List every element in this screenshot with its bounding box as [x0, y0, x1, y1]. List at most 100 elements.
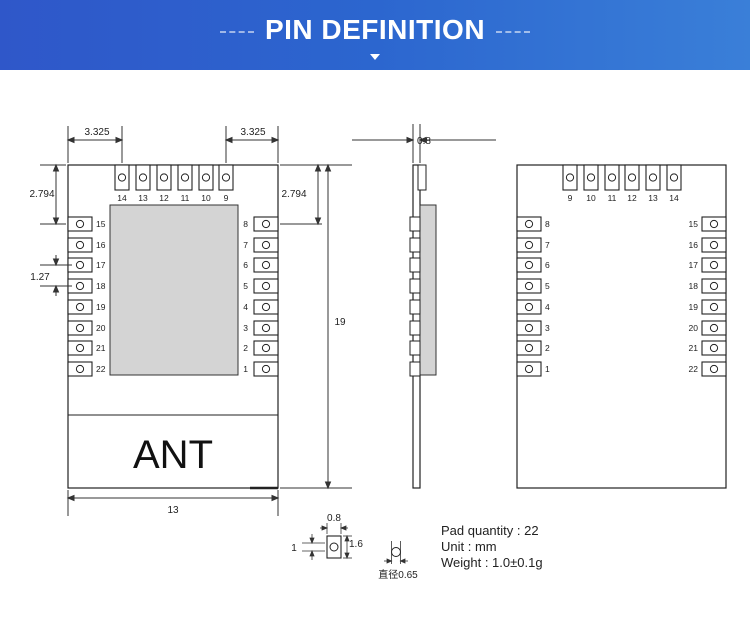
back-left-pin: 4 — [516, 299, 550, 315]
shield-can — [109, 204, 239, 376]
unit-text: Unit : mm — [441, 539, 497, 554]
pin-hole — [607, 173, 617, 182]
pin-hole — [138, 173, 148, 182]
pin-hole — [524, 281, 534, 291]
header-dash-right — [496, 31, 530, 35]
back-top-pin: 13 — [645, 164, 661, 203]
pin-number: 1 — [545, 364, 550, 374]
pin-hole — [709, 302, 719, 312]
pin-hole — [627, 173, 637, 182]
side-pad — [409, 216, 421, 232]
back-right-pin: 17 — [689, 257, 727, 273]
front-right-pin: 6 — [243, 257, 279, 273]
pin-hole — [669, 173, 679, 182]
header-dash-left — [220, 31, 254, 35]
page-title: PIN DEFINITION — [264, 14, 486, 45]
front-top-pin: 10 — [198, 164, 214, 203]
front-top-pin: 9 — [218, 164, 234, 203]
pin-hole — [524, 260, 534, 270]
hole-dims — [384, 541, 408, 564]
side-pads — [409, 164, 427, 377]
front-left-pin: 16 — [67, 237, 106, 253]
pin-number: 21 — [689, 343, 699, 353]
back-left-pin: 5 — [516, 278, 550, 294]
specs-block: Pad quantity : 22 Unit : mm Weight : 1.0… — [441, 523, 543, 570]
pin-number: 7 — [243, 240, 248, 250]
pin-number: 14 — [117, 193, 127, 203]
pin-number: 17 — [689, 260, 699, 270]
pin-number: 11 — [181, 193, 190, 203]
pin-number: 13 — [648, 193, 658, 203]
pin-number: 11 — [608, 193, 617, 203]
pin-hole — [261, 260, 271, 270]
hole-symbol — [391, 547, 401, 557]
back-left-pin: 7 — [516, 237, 550, 253]
pin-hole — [709, 323, 719, 333]
pad-offset-label: 1 — [291, 543, 297, 554]
dim-width — [66, 490, 280, 516]
antenna-label: ANT — [133, 433, 213, 477]
side-shield — [419, 204, 437, 376]
dim-left-offset — [40, 163, 66, 226]
pin-number: 13 — [138, 193, 148, 203]
header-arrow-icon — [370, 54, 380, 60]
front-left-pin: 15 — [67, 216, 106, 232]
pin-number: 15 — [96, 219, 106, 229]
front-top-pin: 12 — [156, 164, 172, 203]
pin-number: 19 — [96, 302, 106, 312]
pin-number: 17 — [96, 260, 106, 270]
pin-number: 2 — [243, 343, 248, 353]
pin-hole — [524, 219, 534, 229]
back-right-pin: 19 — [689, 299, 727, 315]
pin-number: 18 — [689, 281, 699, 291]
pin-number: 16 — [689, 240, 699, 250]
dim-right-offset — [280, 163, 352, 226]
pin-hole — [180, 173, 190, 182]
side-pad — [409, 320, 421, 336]
pad-detail: 0.8 1.6 1 直径0.65 — [291, 513, 418, 581]
dim-top-left-width — [66, 126, 124, 163]
pin-number: 12 — [627, 193, 637, 203]
side-view: 0.8 — [352, 124, 496, 489]
pin-hole — [648, 173, 658, 182]
back-top-pin: 11 — [604, 164, 620, 203]
pin-number: 6 — [243, 260, 248, 270]
pin-number: 8 — [545, 219, 550, 229]
side-pad — [409, 257, 421, 273]
pin-number: 10 — [201, 193, 211, 203]
pin-hole — [75, 302, 85, 312]
pad-width-label: 0.8 — [327, 513, 341, 524]
dim-pin-pitch — [40, 255, 72, 296]
back-right-pin: 18 — [689, 278, 727, 294]
back-top-pin: 14 — [666, 164, 682, 203]
pin-hole — [709, 240, 719, 250]
dim-left-offset-label: 2.794 — [29, 189, 54, 200]
pin-number: 10 — [586, 193, 596, 203]
side-pad — [409, 237, 421, 253]
back-top-pin: 12 — [624, 164, 640, 203]
front-top-pin: 14 — [114, 164, 130, 203]
pin-number: 4 — [545, 302, 550, 312]
pin-hole — [586, 173, 596, 182]
pin-hole — [261, 323, 271, 333]
pin-number: 6 — [545, 260, 550, 270]
pin-hole — [524, 302, 534, 312]
back-right-pin: 16 — [689, 237, 727, 253]
dim-thickness — [352, 124, 496, 163]
front-left-pin: 21 — [67, 340, 106, 356]
pin-hole — [75, 364, 85, 374]
back-right-pin: 21 — [689, 340, 727, 356]
dim-right-offset-label: 2.794 — [281, 189, 306, 200]
pin-hole — [709, 364, 719, 374]
front-left-pin: 19 — [67, 299, 106, 315]
pin-hole — [221, 173, 231, 182]
back-left-pin: 2 — [516, 340, 550, 356]
pad-dims — [302, 523, 352, 560]
pin-number: 12 — [159, 193, 169, 203]
pin-hole — [709, 219, 719, 229]
pin-hole — [524, 343, 534, 353]
pin-hole — [709, 281, 719, 291]
